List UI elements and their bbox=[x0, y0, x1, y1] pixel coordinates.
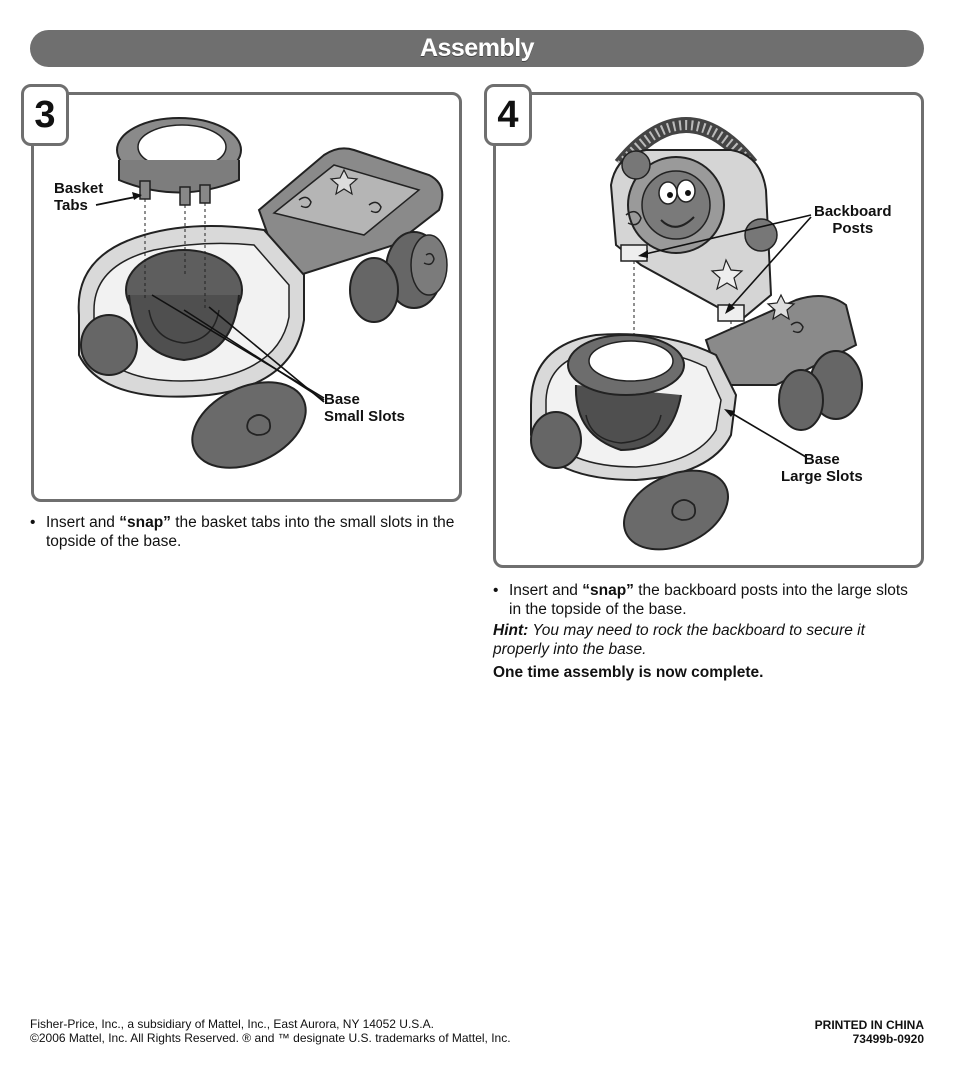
step-3-illustration bbox=[77, 117, 448, 469]
basket-tabs-label-line1: Basket bbox=[54, 180, 104, 197]
step-3-bullet: • Insert and “snap” the basket tabs into… bbox=[30, 513, 460, 551]
backboard-posts-label-line1: Backboard bbox=[814, 203, 892, 220]
bullet-icon: • bbox=[30, 514, 36, 531]
step-3-instr-post: the basket tabs into the small slots in … bbox=[46, 514, 455, 550]
step-4-number-text: 4 bbox=[497, 93, 519, 136]
step-4-hint: Hint: You may need to rock the backboard… bbox=[493, 621, 923, 659]
bullet-icon: • bbox=[493, 582, 499, 599]
assembly-complete-note: One time assembly is now complete. bbox=[493, 664, 764, 681]
footer-print-info: PRINTED IN CHINA 73499b-0920 bbox=[815, 1018, 924, 1046]
large-slots-label-line2: Large Slots bbox=[781, 468, 863, 485]
footer-printed: PRINTED IN CHINA bbox=[814, 1018, 924, 1032]
step-3-instr-snap: “snap” bbox=[119, 514, 171, 531]
hint-text: You may need to rock the backboard to se… bbox=[493, 622, 865, 658]
large-slots-label: Base Large Slots bbox=[781, 451, 863, 485]
section-title: Assembly bbox=[419, 34, 535, 62]
small-slots-label: Base Small Slots bbox=[324, 391, 405, 425]
step-3-instruction-text: Insert and “snap” the basket tabs into t… bbox=[46, 513, 460, 551]
backboard-posts-label-line2: Posts bbox=[832, 220, 874, 237]
basket-tabs-label: Basket Tabs bbox=[54, 180, 103, 214]
small-slots-label-line2: Small Slots bbox=[324, 408, 405, 425]
step-3-number: 3 bbox=[21, 84, 69, 146]
footer-company: Fisher-Price, Inc., a subsidiary of Matt… bbox=[30, 1017, 434, 1031]
section-header-bar: Assembly bbox=[30, 30, 924, 67]
step-3-number-text: 3 bbox=[34, 93, 56, 136]
small-slots-label-line1: Base bbox=[324, 391, 360, 408]
step-4-instr-post: the backboard posts into the large slots… bbox=[509, 582, 908, 618]
step-4-instr-snap: “snap” bbox=[582, 582, 634, 599]
step-4-number: 4 bbox=[484, 84, 532, 146]
step-3-instr-pre: Insert and bbox=[46, 514, 120, 531]
step-4-instr-pre: Insert and bbox=[509, 582, 583, 599]
basket-tabs-label-line2: Tabs bbox=[54, 197, 88, 214]
backboard-posts-label: Backboard Posts bbox=[814, 203, 892, 237]
step-3-illustration-frame: Basket Tabs Base Small Slots bbox=[31, 92, 462, 502]
step-4-illustration bbox=[530, 117, 863, 551]
step-4-illustration-frame: Backboard Posts Base Large Slots bbox=[493, 92, 924, 568]
large-slots-label-line1: Base bbox=[803, 451, 840, 468]
step-4-bullet: • Insert and “snap” the backboard posts … bbox=[493, 581, 923, 619]
step-3-instruction: • Insert and “snap” the basket tabs into… bbox=[30, 513, 460, 551]
step-4-instruction-text: Insert and “snap” the backboard posts in… bbox=[509, 581, 923, 619]
footer-legal: Fisher-Price, Inc., a subsidiary of Matt… bbox=[30, 1017, 511, 1045]
step-4-instruction: • Insert and “snap” the backboard posts … bbox=[493, 581, 923, 682]
footer-code: 73499b-0920 bbox=[852, 1032, 924, 1046]
hint-label: Hint: bbox=[493, 622, 529, 639]
footer-copyright: ©2006 Mattel, Inc. All Rights Reserved. … bbox=[30, 1031, 511, 1045]
